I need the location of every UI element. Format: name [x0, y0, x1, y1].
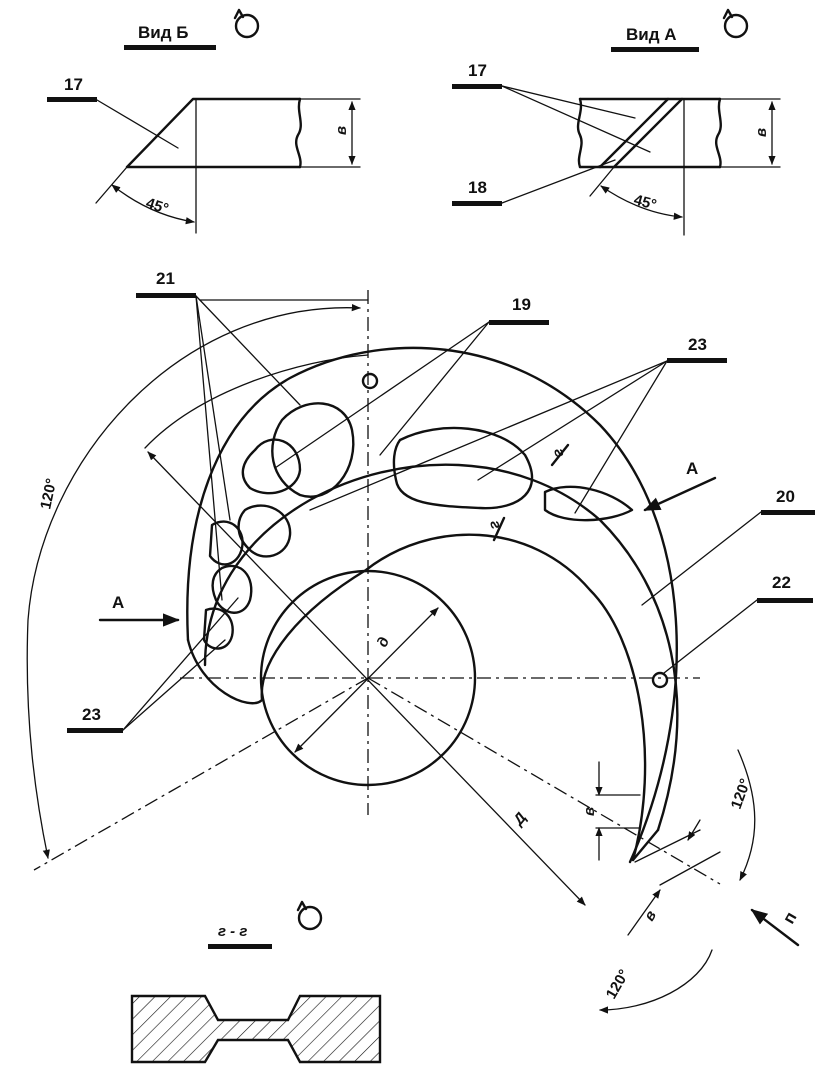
- callout-17-right-bar: [452, 84, 502, 89]
- callout-18: 18: [468, 178, 487, 197]
- mounting-hole-right: [651, 671, 669, 689]
- callout-22-bar: [757, 598, 813, 603]
- recess-pocket-6: [208, 520, 244, 566]
- angle-120-left-label: 120°: [37, 477, 60, 511]
- tail-dim-bot: [627, 889, 661, 936]
- leader-19-b: [274, 321, 490, 469]
- view-b-detail: Вид Б 17 45° в: [47, 8, 361, 234]
- mounting-hole-top: [361, 372, 379, 390]
- section-g-g: г - г: [130, 900, 382, 1064]
- callout-22: 22: [772, 573, 791, 592]
- thickness-b-left-label: в: [333, 126, 350, 135]
- arrow-a-right-label: А: [686, 459, 698, 478]
- callout-21-bar: [136, 293, 196, 298]
- callout-21: 21: [156, 269, 175, 288]
- arrow-a-left-label: А: [112, 593, 124, 612]
- angle-120-arc-left: [26, 304, 361, 859]
- angle-120-bottom-label: 120°: [603, 967, 633, 1002]
- callout-18-bar: [452, 201, 502, 206]
- rotation-arrow-icon: [233, 8, 245, 20]
- arrow-p-label: п: [779, 909, 801, 927]
- thickness-b-right-label: в: [753, 128, 770, 137]
- rotation-arrow-icon: [722, 8, 734, 20]
- leader-19-a: [379, 321, 490, 456]
- section-title: г - г: [218, 923, 247, 940]
- leader-20: [641, 511, 762, 606]
- spiral-tail-left: [186, 638, 264, 705]
- view-a-bevel-1: [598, 97, 670, 169]
- leader-23-bottom-a: [122, 597, 239, 731]
- leader-23-top-a: [477, 360, 668, 481]
- angle-45-arc-right: [600, 185, 683, 220]
- callout-20-bar: [761, 510, 815, 515]
- diam-D-dimension: [147, 451, 586, 906]
- callout-20: 20: [776, 487, 795, 506]
- arrow-a-right: [643, 476, 717, 512]
- angle-120-arc-right: [737, 749, 756, 881]
- view-a-title: Вид А: [626, 25, 677, 44]
- recess-pocket-5: [237, 504, 292, 558]
- callout-23-top: 23: [688, 335, 707, 354]
- callout-19: 19: [512, 295, 531, 314]
- callout-23-bottom-bar: [67, 728, 123, 733]
- section-profile: [130, 994, 382, 1064]
- rotation-symbol-icon: [723, 13, 749, 39]
- view-b-profile: [125, 97, 302, 169]
- view-b-title-bar: [124, 45, 216, 50]
- recess-pocket-3: [271, 402, 355, 498]
- angle-45-arc-left: [111, 184, 195, 225]
- tail-dim-bot-b: [687, 819, 701, 841]
- leader-17-right-a: [501, 85, 636, 119]
- callout-23-bottom: 23: [82, 705, 101, 724]
- recess-pocket-1: [392, 426, 534, 510]
- tail-ext-4: [659, 851, 721, 886]
- angle-45-left-label: 45°: [144, 195, 171, 218]
- arrow-p: [750, 908, 800, 947]
- diagonal-center-line-right: [367, 677, 721, 885]
- section-title-bar: [208, 944, 272, 949]
- rotation-arrow-icon: [296, 900, 308, 912]
- diam-d-label: д: [374, 635, 393, 650]
- cut-g-mid-label: г: [486, 519, 504, 531]
- diam-D-ext-arc: [144, 354, 369, 449]
- leader-22: [663, 599, 758, 674]
- view-a-title-bar: [611, 47, 699, 52]
- view-a-profile: [578, 97, 722, 169]
- thickness-b-tail-top-label: в: [581, 807, 598, 816]
- angle-120-right-label: 120°: [728, 776, 755, 811]
- rotation-symbol-icon: [297, 905, 323, 931]
- view-a-break-right: [715, 97, 722, 169]
- thickness-b-tail-bot-label: в: [641, 908, 660, 924]
- leader-21-a: [195, 295, 301, 406]
- view-a-angle-ext: [589, 166, 615, 197]
- angle-120-arc-bottom: [599, 949, 713, 1014]
- view-b-break-line: [295, 97, 302, 169]
- angle-45-right-label: 45°: [632, 191, 658, 213]
- view-b-title: Вид Б: [138, 23, 188, 42]
- spiral-tip: [631, 828, 660, 862]
- main-spiral-view: д г г А А 21 19: [26, 269, 815, 1014]
- leader-21-b: [195, 295, 231, 521]
- rotation-symbol-icon: [234, 13, 260, 39]
- diam-D-label: Д: [509, 809, 530, 830]
- view-a-detail: Вид А 17 18 45° в: [452, 8, 781, 236]
- callout-23-top-bar: [667, 358, 727, 363]
- callout-17-right: 17: [468, 61, 487, 80]
- leader-17-left: [96, 99, 179, 149]
- view-a-bevel-2: [612, 97, 684, 169]
- callout-17-left: 17: [64, 75, 83, 94]
- view-a-break-left: [576, 97, 583, 169]
- leader-23-bottom-b: [122, 639, 226, 731]
- leader-23-top-c: [574, 360, 668, 514]
- callout-19-bar: [489, 320, 549, 325]
- callout-17-left-bar: [47, 97, 97, 102]
- leader-17-right-b: [501, 85, 651, 153]
